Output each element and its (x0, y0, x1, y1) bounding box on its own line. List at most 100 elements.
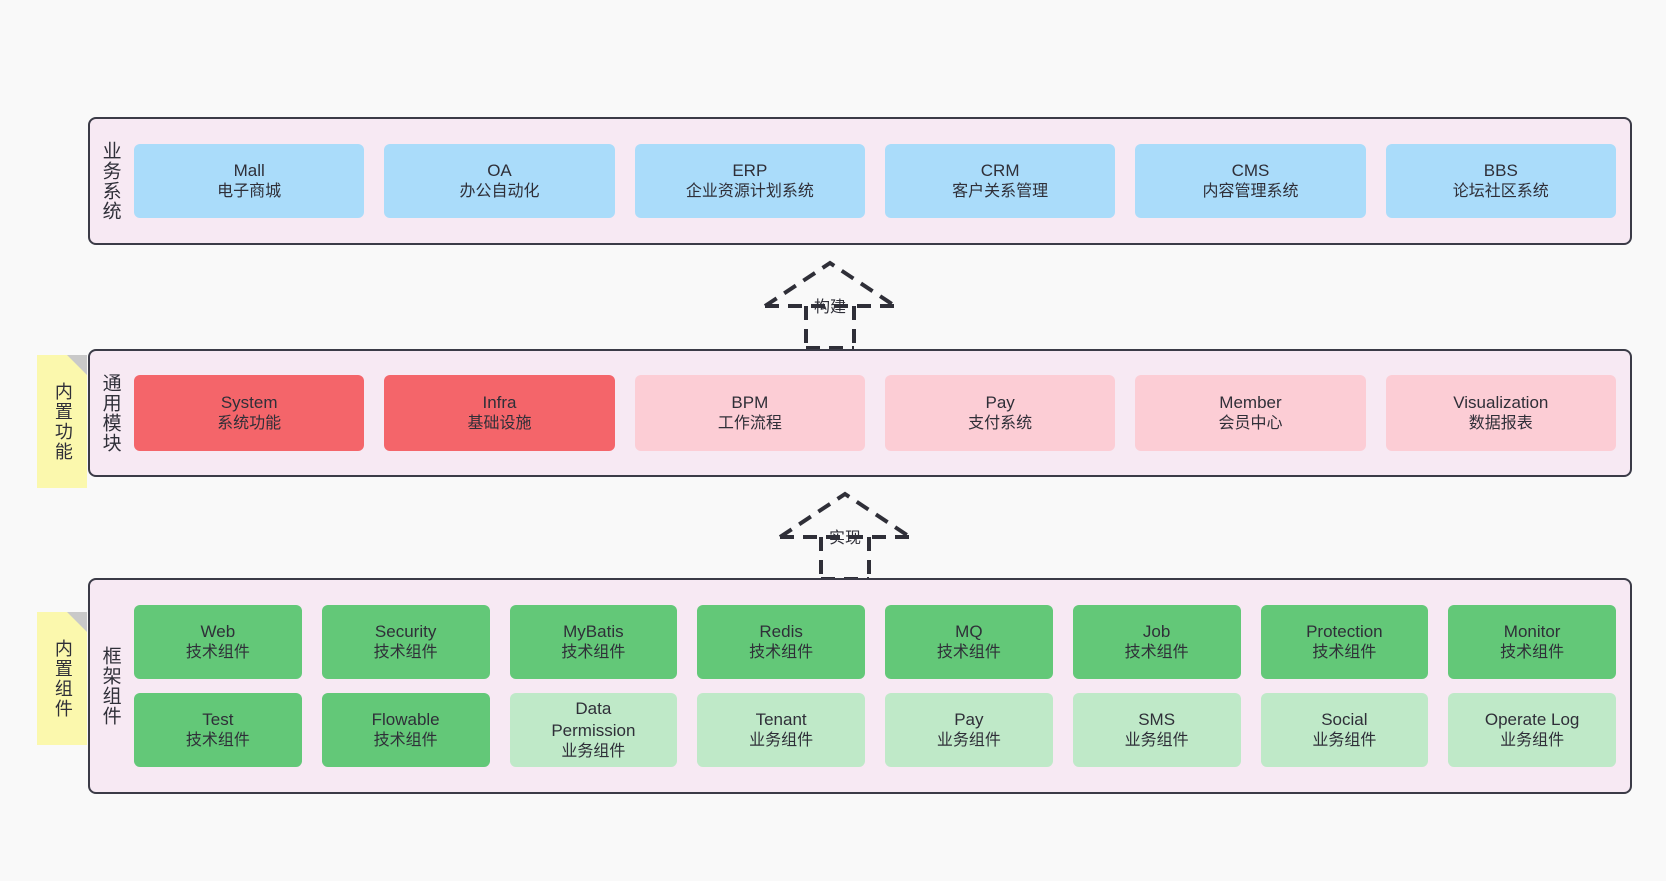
node-operate-log[interactable]: Operate Log 业务组件 (1448, 693, 1616, 767)
node-subtitle: 技术组件 (373, 731, 438, 749)
node-job[interactable]: Job 技术组件 (1072, 605, 1241, 679)
node-title: Operate Log (1484, 709, 1580, 729)
note-fold-corner (67, 612, 87, 632)
node-security[interactable]: Security 技术组件 (321, 605, 490, 679)
node-mall[interactable]: Mall 电子商城 (134, 144, 365, 218)
node-web[interactable]: Web 技术组件 (134, 605, 302, 679)
node-subtitle: 业务组件 (1312, 731, 1377, 749)
node-mybatis[interactable]: MyBatis 技术组件 (509, 605, 678, 679)
node-subtitle: 业务组件 (1124, 731, 1189, 749)
node-row: System 系统功能 Infra 基础设施 BPM 工作流程 Pay 支付系统… (134, 375, 1616, 451)
node-subtitle: 企业资源计划系统 (685, 182, 814, 200)
node-pay[interactable]: Pay 支付系统 (884, 375, 1116, 451)
node-protection[interactable]: Protection 技术组件 (1260, 605, 1429, 679)
layer-body-business-system: Mall 电子商城 OA 办公自动化 ERP 企业资源计划系统 CRM 客户关系… (130, 119, 1630, 243)
node-title: System (220, 392, 278, 412)
node-subtitle: 基础设施 (467, 414, 532, 432)
node-subtitle: 系统功能 (217, 414, 282, 432)
node-subtitle: 内容管理系统 (1202, 182, 1299, 200)
node-member[interactable]: Member 会员中心 (1135, 375, 1366, 451)
node-title: OA (487, 160, 512, 180)
node-subtitle: 客户关系管理 (952, 182, 1049, 200)
node-subtitle: 技术组件 (1312, 643, 1377, 661)
node-subtitle: 业务组件 (1500, 731, 1565, 749)
node-subtitle: 技术组件 (561, 643, 626, 661)
node-subtitle: 办公自动化 (459, 182, 540, 200)
node-subtitle: 电子商城 (217, 182, 282, 200)
note-builtin-components: 内置组件 (37, 612, 87, 745)
node-visualization[interactable]: Visualization 数据报表 (1385, 375, 1616, 451)
node-data-permission[interactable]: Data Permission 业务组件 (509, 693, 678, 767)
connector-implement: 实现 (775, 489, 925, 581)
node-flowable[interactable]: Flowable 技术组件 (321, 693, 490, 767)
note-fold-corner (67, 355, 87, 375)
node-monitor[interactable]: Monitor 技术组件 (1448, 605, 1616, 679)
node-tenant[interactable]: Tenant 业务组件 (697, 693, 865, 767)
node-title: ERP (732, 160, 768, 180)
node-title: Job (1142, 621, 1171, 641)
node-title: Flowable (371, 709, 440, 729)
node-title: MQ (955, 621, 983, 641)
node-row: Mall 电子商城 OA 办公自动化 ERP 企业资源计划系统 CRM 客户关系… (134, 144, 1616, 218)
connector-build-label: 构建 (813, 299, 847, 316)
layer-common-modules: 通用模块 System 系统功能 Infra 基础设施 BPM 工作流程 Pay… (88, 349, 1632, 477)
node-title: Redis (759, 621, 803, 641)
node-title: Pay (954, 709, 984, 729)
node-subtitle: 会员中心 (1218, 414, 1283, 432)
node-title: Data Permission (551, 699, 636, 740)
node-title: BBS (1483, 160, 1518, 180)
node-title: BPM (731, 392, 769, 412)
node-bpm[interactable]: BPM 工作流程 (634, 375, 865, 451)
node-subtitle: 技术组件 (1124, 643, 1189, 661)
node-title: Test (202, 709, 234, 729)
node-title: Web (200, 621, 236, 641)
node-subtitle: 支付系统 (968, 414, 1033, 432)
node-subtitle: 技术组件 (373, 643, 438, 661)
node-social[interactable]: Social 业务组件 (1260, 693, 1429, 767)
node-subtitle: 业务组件 (561, 742, 626, 760)
layer-title-business-system: 业务系统 (99, 141, 121, 221)
node-erp[interactable]: ERP 企业资源计划系统 (634, 144, 865, 218)
node-redis[interactable]: Redis 技术组件 (697, 605, 865, 679)
connector-build-shape (763, 260, 897, 350)
node-pay-component[interactable]: Pay 业务组件 (885, 693, 1053, 767)
node-title: Visualization (1453, 392, 1549, 412)
node-oa[interactable]: OA 办公自动化 (384, 144, 615, 218)
node-title: Mall (233, 160, 265, 180)
connector-build: 构建 (760, 258, 910, 350)
node-subtitle: 业务组件 (936, 731, 1001, 749)
node-title: Tenant (755, 709, 807, 729)
node-title: Member (1219, 392, 1282, 412)
node-sms[interactable]: SMS 业务组件 (1072, 693, 1241, 767)
node-title: CRM (980, 160, 1020, 180)
node-subtitle: 技术组件 (936, 643, 1001, 661)
layer-body-framework-components: Web 技术组件 Security 技术组件 MyBatis 技术组件 Redi… (130, 580, 1630, 792)
node-subtitle: 工作流程 (717, 414, 782, 432)
layer-title-framework-components: 框架组件 (99, 646, 121, 726)
node-crm[interactable]: CRM 客户关系管理 (884, 144, 1116, 218)
node-mq[interactable]: MQ 技术组件 (885, 605, 1053, 679)
node-title: Social (1321, 709, 1368, 729)
note-label: 内置功能 (52, 381, 73, 462)
node-bbs[interactable]: BBS 论坛社区系统 (1385, 144, 1616, 218)
node-cms[interactable]: CMS 内容管理系统 (1135, 144, 1366, 218)
node-infra[interactable]: Infra 基础设施 (384, 375, 615, 451)
node-test[interactable]: Test 技术组件 (134, 693, 302, 767)
layer-framework-components: 框架组件 Web 技术组件 Security 技术组件 MyBatis 技术组件… (88, 578, 1632, 794)
node-title: CMS (1231, 160, 1270, 180)
node-subtitle: 技术组件 (185, 643, 250, 661)
layer-business-system: 业务系统 Mall 电子商城 OA 办公自动化 ERP 企业资源计划系统 CRM… (88, 117, 1632, 245)
node-subtitle: 数据报表 (1468, 414, 1533, 432)
node-title: Pay (985, 392, 1015, 412)
node-title: Protection (1306, 621, 1383, 641)
node-subtitle: 技术组件 (185, 731, 250, 749)
node-title: Infra (482, 392, 517, 412)
layer-body-common-modules: System 系统功能 Infra 基础设施 BPM 工作流程 Pay 支付系统… (130, 351, 1630, 475)
layer-title-common-modules: 通用模块 (99, 373, 121, 453)
node-subtitle: 业务组件 (749, 731, 814, 749)
node-row: Web 技术组件 Security 技术组件 MyBatis 技术组件 Redi… (134, 605, 1616, 679)
node-subtitle: 论坛社区系统 (1452, 182, 1549, 200)
node-row: Test 技术组件 Flowable 技术组件 Data Permission … (134, 693, 1616, 767)
node-system[interactable]: System 系统功能 (134, 375, 365, 451)
